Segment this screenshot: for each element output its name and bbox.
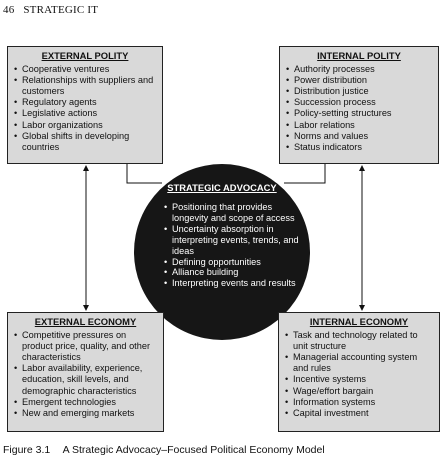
- list-item: Information systems: [285, 397, 433, 408]
- list-item: Labor organizations: [14, 120, 156, 131]
- list-item: Capital investment: [285, 408, 433, 419]
- list-item: Policy-setting structures: [286, 108, 432, 119]
- list-item: Status indicators: [286, 142, 432, 153]
- list-item: Succession process: [286, 97, 432, 108]
- list-item: Positioning that provides longevity and …: [164, 202, 300, 224]
- list-item: Defining opportunities: [164, 257, 300, 268]
- list-item: New and emerging markets: [14, 408, 157, 419]
- list-item: Managerial accounting system and rules: [285, 352, 433, 374]
- internal-economy-title: INTERNAL ECONOMY: [309, 316, 409, 327]
- external-economy-box: EXTERNAL ECONOMY Competitive pressures o…: [7, 312, 164, 432]
- list-item: Alliance building: [164, 267, 300, 278]
- list-item: Power distribution: [286, 75, 432, 86]
- list-item: Uncertainty absorption in interpreting e…: [164, 224, 300, 257]
- strategic-advocacy-circle: STRATEGIC ADVOCACY Positioning that prov…: [134, 164, 310, 340]
- list-item: Cooperative ventures: [14, 64, 156, 75]
- internal-polity-title: INTERNAL POLITY: [317, 50, 401, 61]
- list-item: Legislative actions: [14, 108, 156, 119]
- list-item: Task and technology related to unit stru…: [285, 330, 433, 352]
- list-item: Competitive pressures on product price, …: [14, 330, 157, 363]
- connector-external-polity: [126, 164, 162, 184]
- list-item: Labor availability, experience, educatio…: [14, 363, 157, 396]
- list-item: Distribution justice: [286, 86, 432, 97]
- list-item: Authority processes: [286, 64, 432, 75]
- running-header: 46 STRATEGIC IT: [3, 4, 98, 16]
- list-item: Emergent technologies: [14, 397, 157, 408]
- list-item: Norms and values: [286, 131, 432, 142]
- running-title: STRATEGIC IT: [23, 4, 99, 16]
- external-polity-box: EXTERNAL POLITY Cooperative ventures Rel…: [7, 46, 163, 164]
- list-item: Global shifts in developing countries: [14, 131, 156, 153]
- list-item: Labor relations: [286, 120, 432, 131]
- list-item: Regulatory agents: [14, 97, 156, 108]
- external-polity-title: EXTERNAL POLITY: [41, 50, 129, 61]
- figure-caption: Figure 3.1 A Strategic Advocacy–Focused …: [3, 444, 325, 456]
- figure-caption-text: A Strategic Advocacy–Focused Political E…: [62, 444, 325, 456]
- list-item: Incentive systems: [285, 374, 433, 385]
- internal-economy-box: INTERNAL ECONOMY Task and technology rel…: [278, 312, 440, 432]
- internal-polity-box: INTERNAL POLITY Authority processes Powe…: [279, 46, 439, 164]
- figure-number: Figure 3.1: [3, 444, 51, 456]
- list-item: Wage/effort bargain: [285, 386, 433, 397]
- list-item: Interpreting events and results: [164, 278, 300, 289]
- connector-internal-polity: [284, 164, 326, 184]
- page-number: 46: [3, 4, 15, 16]
- strategic-advocacy-title: STRATEGIC ADVOCACY: [167, 182, 277, 193]
- list-item: Relationships with suppliers and custome…: [14, 75, 156, 97]
- external-economy-title: EXTERNAL ECONOMY: [34, 316, 137, 327]
